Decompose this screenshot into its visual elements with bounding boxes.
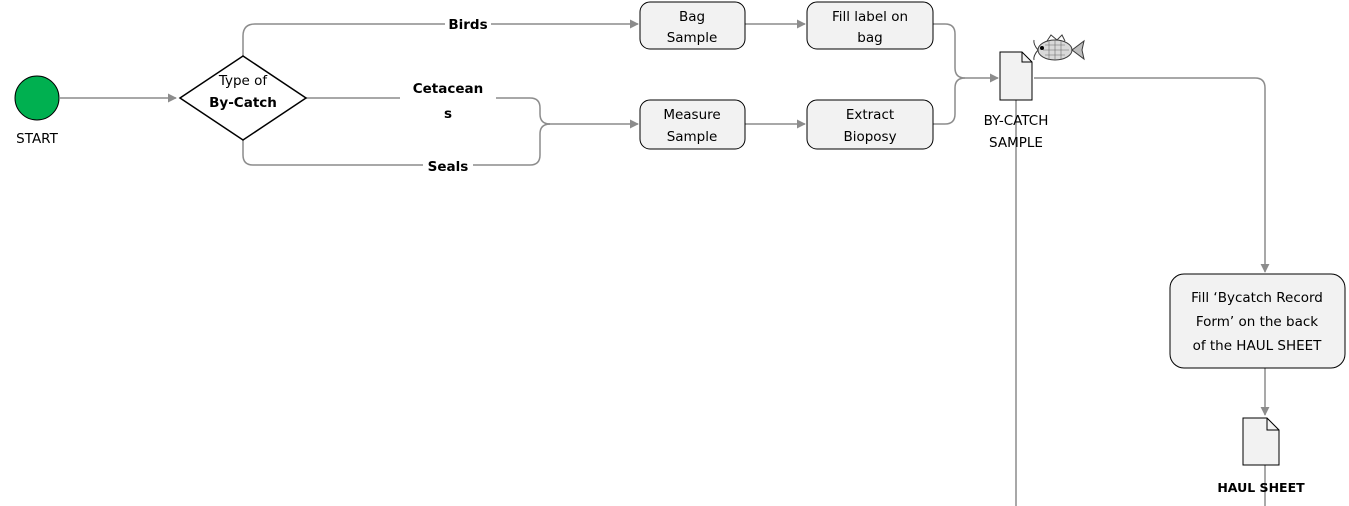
step-fill-label-line1: Fill label on [832, 9, 908, 25]
connector-seals [242, 123, 551, 166]
step-bycatch-record: Fill ‘Bycatch Record Form’ on the back o… [1169, 273, 1346, 369]
decision-node: Type of By-Catch [178, 55, 308, 141]
connector-birds [242, 19, 639, 56]
step-extract-biopsy-line1: Extract [846, 107, 894, 123]
branch-labels: Birds Cetacean s Seals [400, 14, 496, 176]
haul-sheet-document-icon [1242, 417, 1280, 466]
step-fill-label: Fill label on bag [806, 1, 934, 50]
connectors [60, 19, 1270, 506]
step-bycatch-record-line2: Form’ on the back [1196, 314, 1318, 330]
step-bycatch-record-line1: Fill ‘Bycatch Record [1191, 290, 1323, 306]
step-measure-sample-line1: Measure [663, 107, 720, 123]
step-extract-biopsy-line2: Bioposy [843, 129, 896, 145]
decision-diamond [178, 55, 308, 141]
step-measure-sample-line2: Sample [667, 129, 718, 145]
connector-doc-record [1034, 77, 1270, 273]
step-extract-biopsy: Extract Bioposy [806, 99, 934, 150]
document-bycatch-line2: SAMPLE [989, 135, 1043, 151]
branch-label-seals: Seals [428, 159, 469, 175]
connector-fill-doc [933, 23, 999, 83]
branch-label-birds: Birds [448, 17, 487, 33]
connector-extract-doc [933, 77, 966, 125]
step-bag-sample-line2: Sample [667, 30, 718, 46]
connector-cetaceans [306, 97, 551, 125]
start-node: START [14, 75, 60, 147]
document-bycatch-line1: BY-CATCH [984, 113, 1049, 129]
branch-label-cetaceans-line1: Cetacean [413, 81, 484, 97]
step-bag-sample: Bag Sample [639, 1, 746, 50]
step-measure-sample: Measure Sample [639, 99, 746, 150]
document-bycatch-sample: BY-CATCH SAMPLE [984, 51, 1049, 151]
step-fill-label-line2: bag [857, 30, 882, 46]
document-icon [999, 51, 1033, 101]
start-circle [14, 75, 60, 121]
fish-icon [1033, 34, 1085, 61]
step-bag-sample-line1: Bag [679, 9, 705, 25]
decision-label-line1: Type of [218, 73, 269, 89]
document-haul-sheet-label: HAUL SHEET [1217, 480, 1305, 495]
decision-label-line2: By-Catch [209, 95, 277, 111]
step-bycatch-record-line3: of the HAUL SHEET [1193, 338, 1323, 354]
start-label: START [16, 131, 58, 147]
branch-label-cetaceans-line2: s [444, 106, 452, 122]
document-haul-sheet: HAUL SHEET [1217, 417, 1305, 495]
